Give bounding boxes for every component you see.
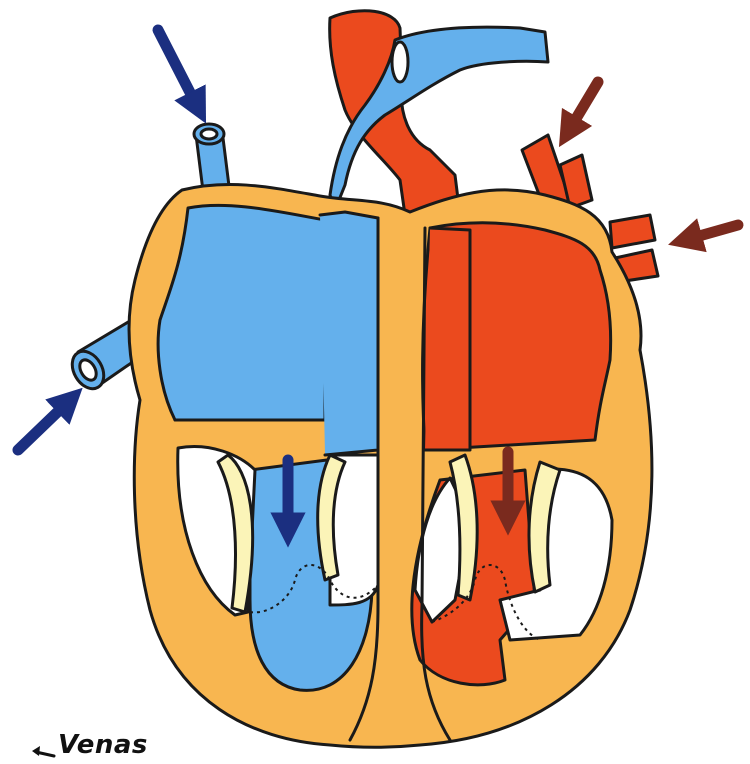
vein-flow-arrow-ivc <box>18 400 70 450</box>
pulmonary-artery-opening <box>392 42 408 82</box>
artery-flow-arrow-side <box>685 225 738 240</box>
right-atrium <box>158 205 325 420</box>
arrow-icon <box>28 742 56 762</box>
legend-label-venas: Venas <box>58 732 148 758</box>
vein-flow-arrow-svc <box>158 30 198 108</box>
pulmonary-vein-3 <box>610 215 655 248</box>
artery-flow-arrow-top <box>568 82 598 132</box>
